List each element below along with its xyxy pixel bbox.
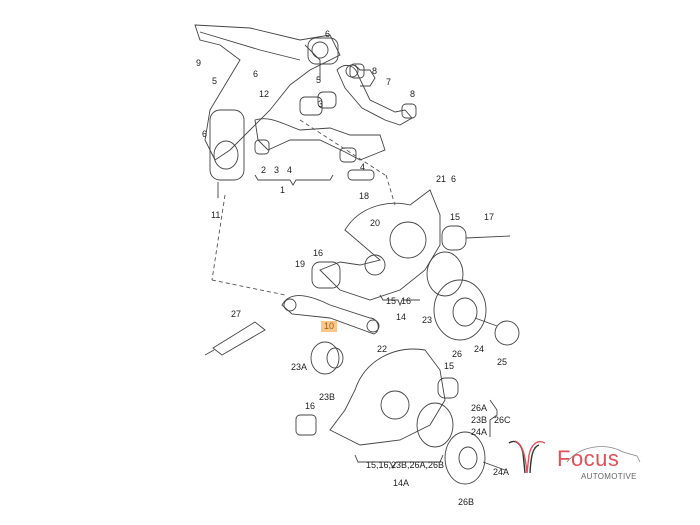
upper-arm-7 bbox=[336, 64, 413, 126]
part-label: 1 bbox=[280, 185, 286, 195]
wheel-carrier bbox=[319, 189, 441, 301]
part-label: 6 bbox=[202, 129, 208, 139]
part-label: 26C bbox=[494, 415, 511, 425]
lower-arm-1 bbox=[254, 118, 386, 161]
part-label: 15 bbox=[450, 212, 461, 222]
part-label: 14A bbox=[393, 478, 410, 488]
part-label: 17 bbox=[484, 212, 495, 222]
part-label: 23B bbox=[471, 415, 488, 425]
part-label: 26A bbox=[471, 403, 488, 413]
part-label: 16 bbox=[401, 296, 412, 306]
part-label: 6 bbox=[325, 29, 331, 39]
part-label: 2 bbox=[261, 165, 267, 175]
part-label: 16 bbox=[313, 248, 324, 258]
brand-logo-text: Focus bbox=[557, 446, 620, 471]
part-label: 6 bbox=[451, 174, 457, 184]
part-label: 12 bbox=[259, 89, 270, 99]
part-label: 15 bbox=[444, 361, 455, 371]
part-label: 6 bbox=[253, 69, 259, 79]
part-label: 24A bbox=[493, 467, 510, 477]
grease-tube-27 bbox=[212, 321, 266, 356]
arm-10 bbox=[281, 295, 379, 335]
part-label: 3 bbox=[274, 165, 280, 175]
part-label: 23A bbox=[291, 362, 308, 372]
wheel-carrier-lower bbox=[329, 348, 446, 446]
subframe bbox=[194, 24, 341, 161]
brand-logo-subtitle: AUTOMOTIVE bbox=[581, 472, 637, 481]
part-label: 16 bbox=[305, 401, 316, 411]
part-label: 5 bbox=[212, 76, 218, 86]
part-label: 8 bbox=[410, 89, 416, 99]
part-label: 14 bbox=[396, 312, 407, 322]
part-label: 7 bbox=[386, 77, 392, 87]
part-label: 9 bbox=[196, 58, 202, 68]
part-label: 15,16,23B,26A,26B bbox=[366, 460, 445, 470]
logo-mark-icon bbox=[508, 440, 546, 474]
part-label: 22 bbox=[377, 344, 388, 354]
car-outline-icon bbox=[566, 446, 641, 463]
bushing-top bbox=[307, 37, 339, 65]
part-label: 4 bbox=[287, 165, 293, 175]
part-label: 27 bbox=[231, 309, 242, 319]
part-label: 8 bbox=[372, 66, 378, 76]
part-label: 21 bbox=[436, 174, 447, 184]
part-label: 15 bbox=[386, 296, 397, 306]
part-label: 4 bbox=[360, 162, 366, 172]
highlighted-part-label[interactable]: 10 bbox=[321, 321, 338, 332]
part-label: 24 bbox=[474, 344, 485, 354]
mount-left bbox=[209, 109, 245, 181]
part-label: 23 bbox=[422, 315, 433, 325]
part-label: 11 bbox=[211, 210, 221, 220]
part-label: 25 bbox=[497, 357, 508, 367]
part-label: 18 bbox=[359, 191, 370, 201]
part-label: 26 bbox=[452, 349, 463, 359]
part-label: 23B bbox=[319, 392, 336, 402]
part-label: 3 bbox=[318, 99, 324, 109]
part-label: 26B bbox=[458, 497, 475, 507]
part-label: 24A bbox=[471, 427, 488, 437]
part-label: 19 bbox=[295, 259, 306, 269]
part-label: 5 bbox=[316, 75, 322, 85]
part-label: 20 bbox=[370, 218, 381, 228]
